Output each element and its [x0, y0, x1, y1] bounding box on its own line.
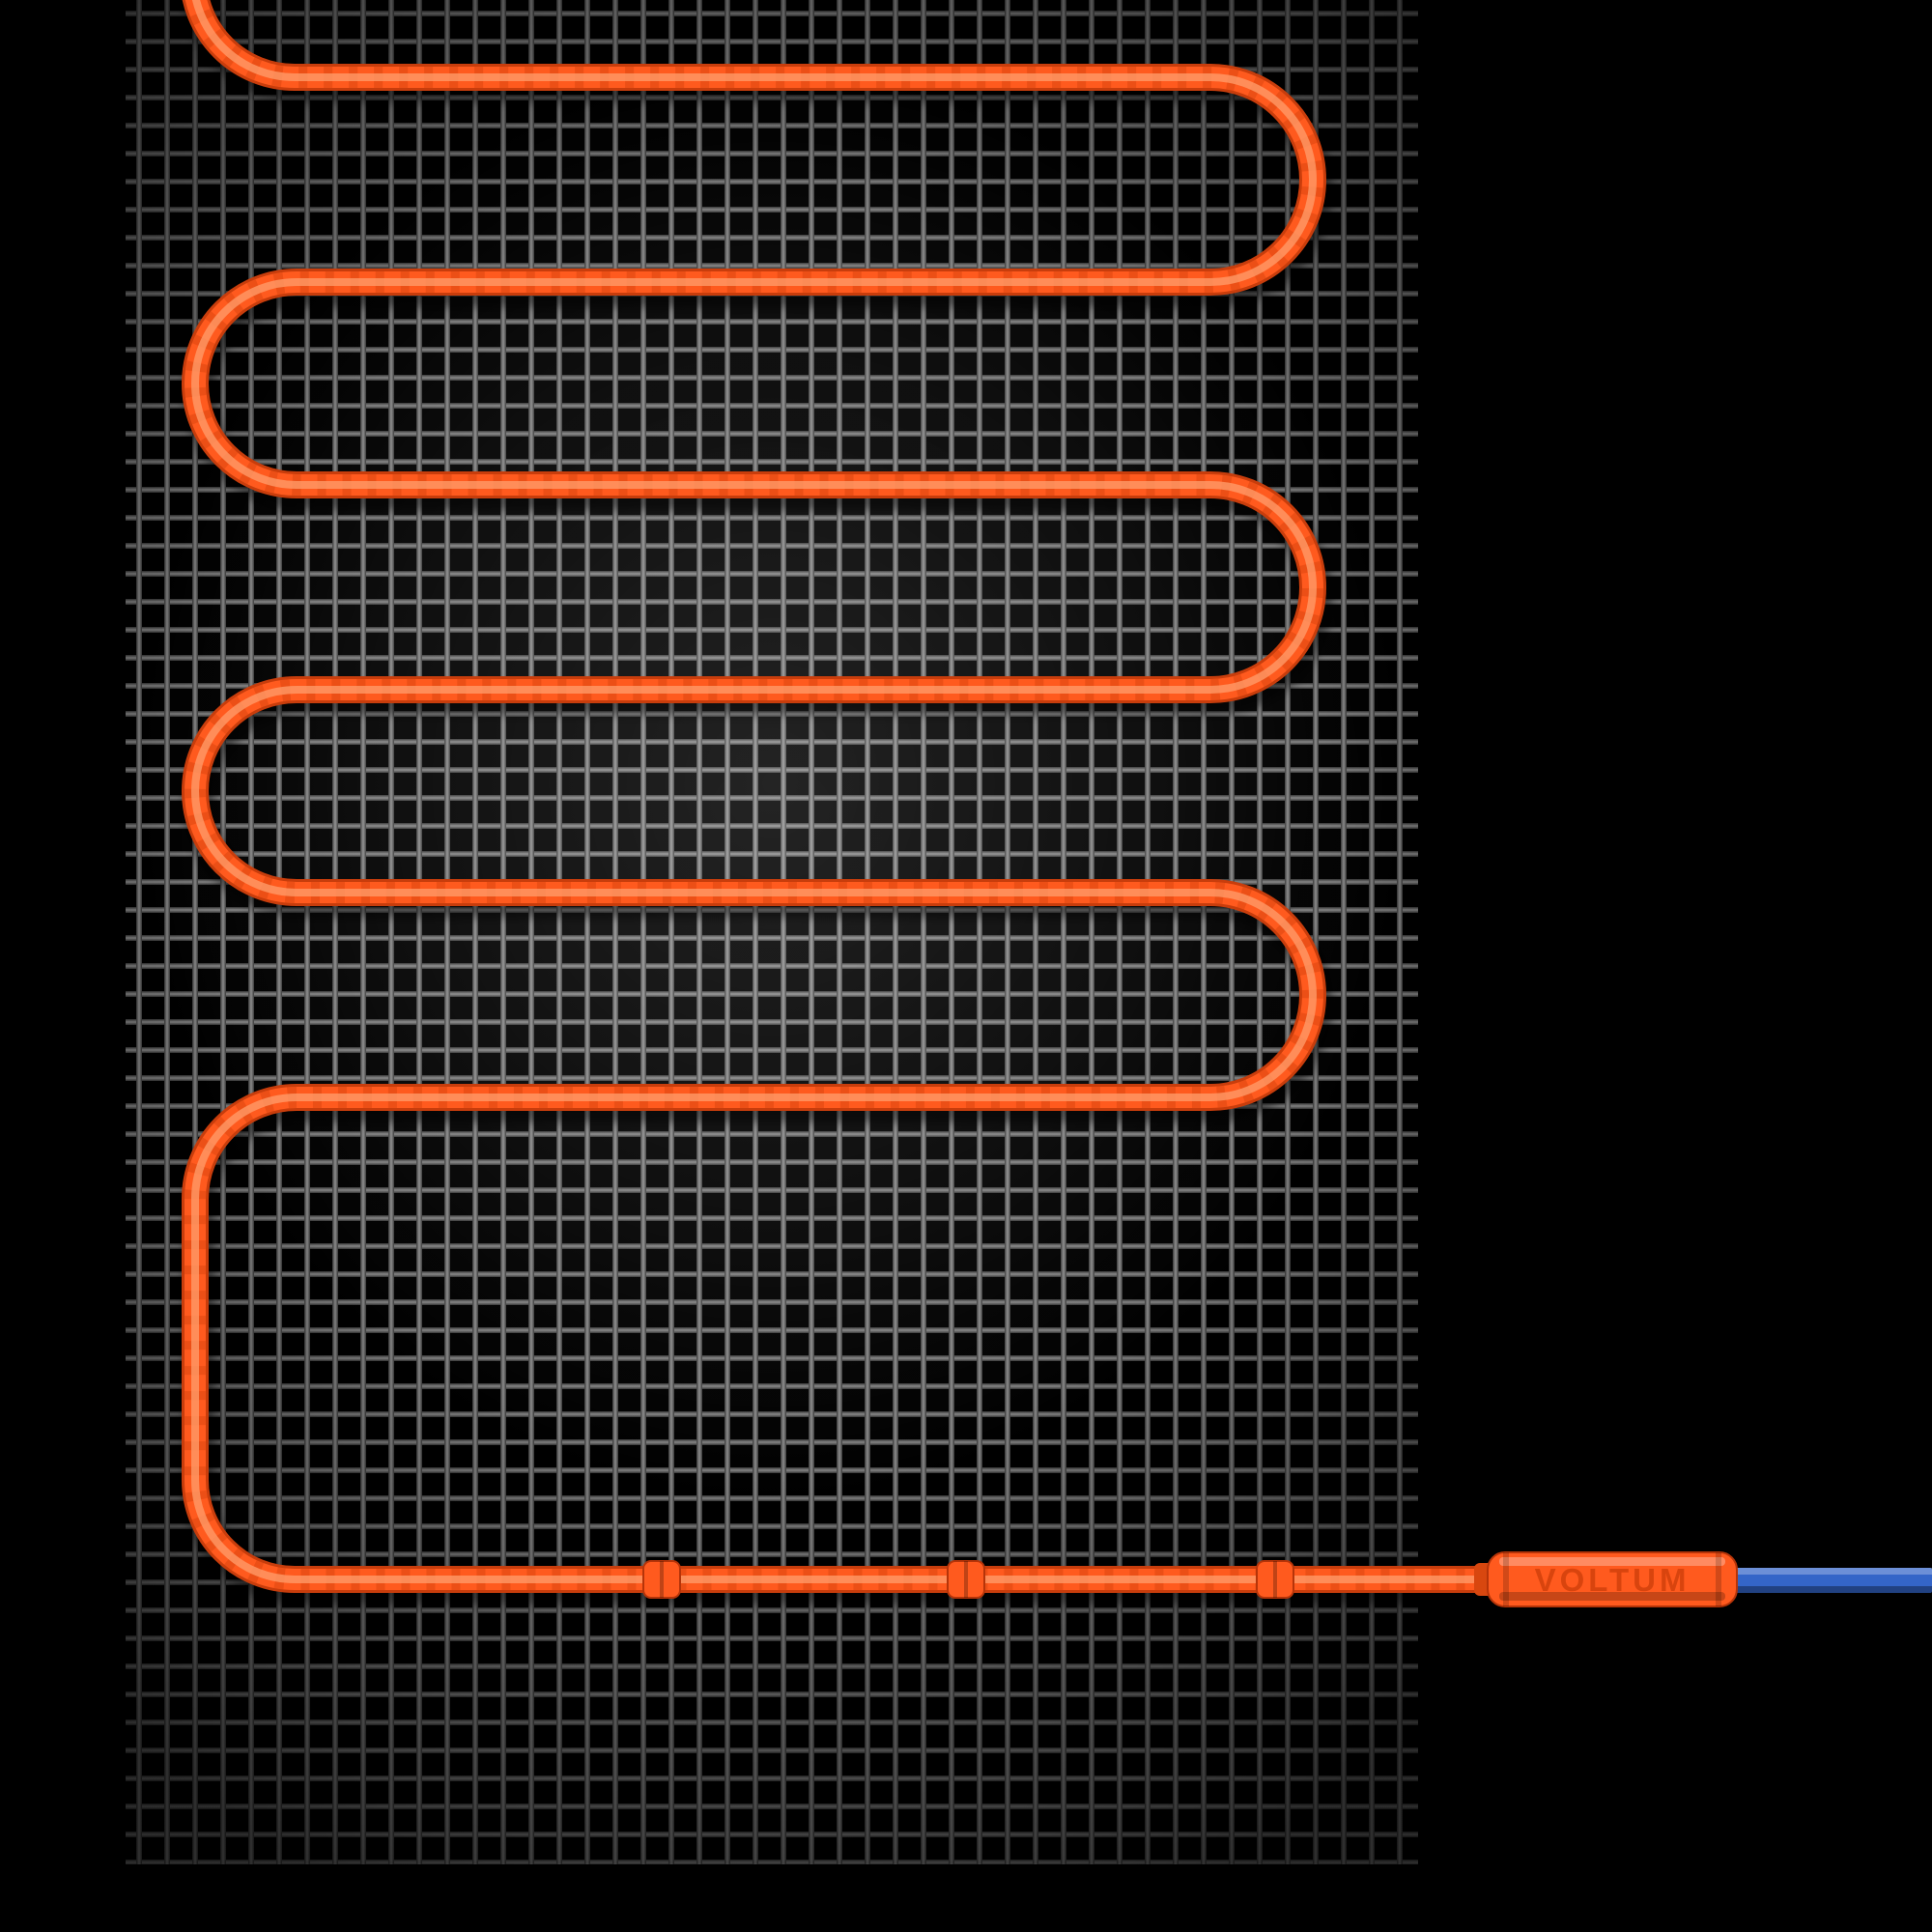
- cable-clip: [642, 1560, 681, 1599]
- cable-clip: [1256, 1560, 1294, 1599]
- cable-clip: [947, 1560, 985, 1599]
- heating-cable-outline: [193, 0, 1507, 1579]
- wire-mesh-grid: [126, 0, 1418, 1864]
- connector-brand-label: VOLTUM: [1535, 1562, 1690, 1598]
- cable-shadow: [197, 0, 1511, 1589]
- cold-lead-cable: [1719, 1568, 1932, 1593]
- connector-body: VOLTUM: [1474, 1551, 1738, 1607]
